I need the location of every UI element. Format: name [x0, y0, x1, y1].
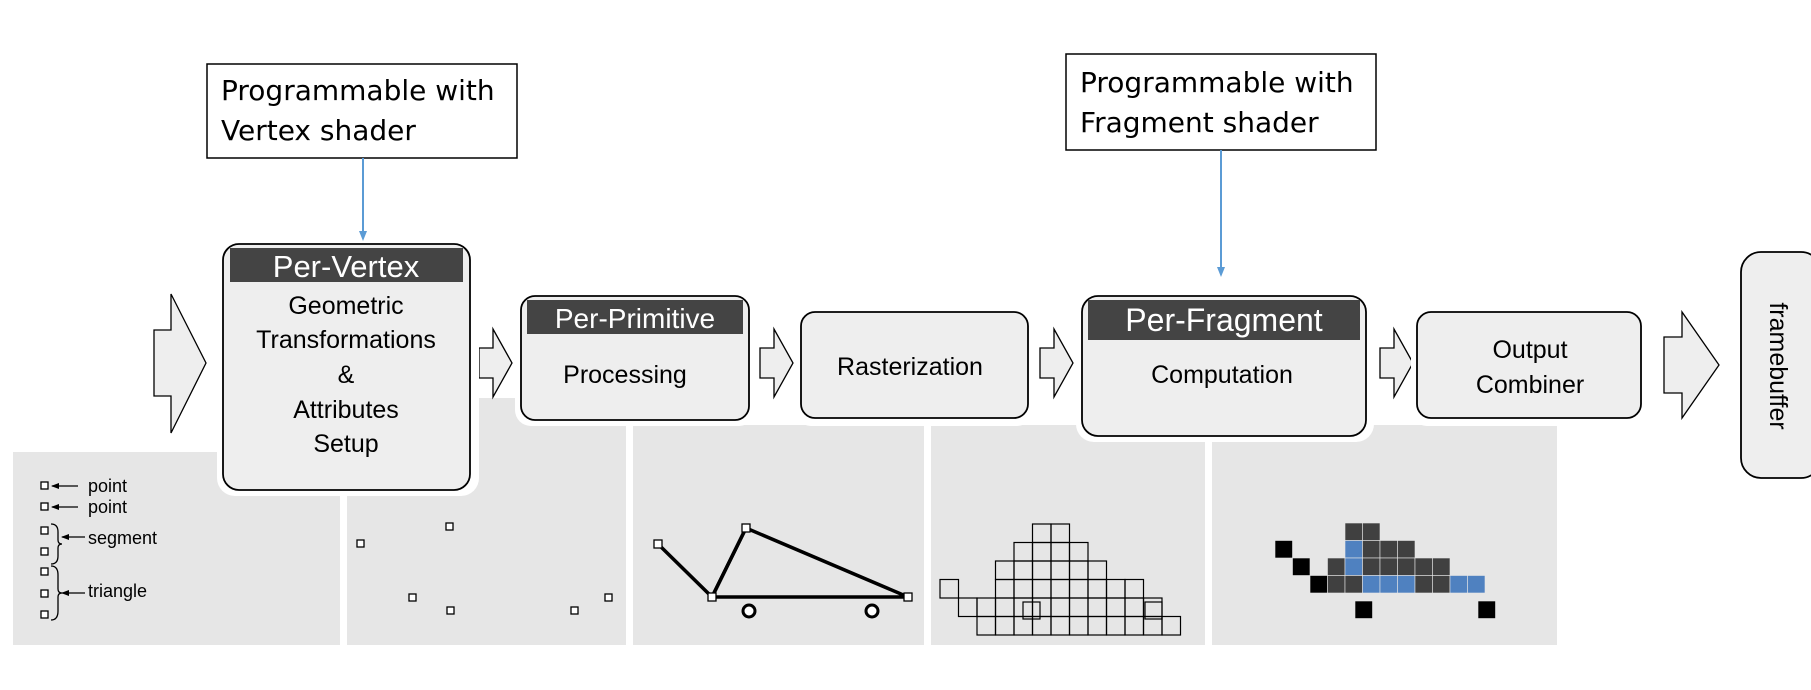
fragment-cell: [1354, 600, 1373, 619]
vertex-callout-line-2: Vertex shader: [221, 114, 416, 147]
stage-per-fragment: Per-Fragment Computation: [1076, 292, 1374, 442]
flow-arrow-1: [478, 326, 513, 400]
primitives-legend: [40, 481, 85, 621]
stage-per-vertex: Per-Vertex Geometric Transformations & A…: [217, 241, 479, 496]
per-vertex-line-4: Attributes: [293, 396, 399, 424]
fragment-cell: [1327, 557, 1346, 576]
per-vertex-line-3: &: [338, 361, 355, 389]
output-combiner-line-2: Combiner: [1476, 371, 1584, 399]
panel-rasterized: [931, 425, 1205, 645]
fragment-cell: [1344, 557, 1363, 576]
fragment-cell: [1344, 575, 1363, 594]
fragment-cell: [1379, 540, 1398, 559]
per-vertex-line-1: Geometric: [288, 292, 403, 320]
fragment-cell: [1432, 557, 1451, 576]
per-vertex-line-2: Transformations: [256, 326, 436, 354]
fragment-cell: [1309, 575, 1328, 594]
rasterization-label: Rasterization: [837, 353, 983, 381]
per-vertex-line-5: Setup: [313, 430, 378, 458]
raster-cell: [1022, 601, 1041, 620]
fragment-cell: [1379, 557, 1398, 576]
fragment-cell: [1432, 575, 1451, 594]
fragment-shader-callout: Programmable with Fragment shader: [1065, 53, 1377, 151]
per-primitive-body: Processing: [563, 361, 687, 389]
fragment-cell: [1397, 557, 1416, 576]
vertex-callout-line-1: Programmable with: [221, 74, 495, 107]
fragment-cell: [1362, 540, 1381, 559]
input-arrow: [153, 293, 207, 434]
stage-output-combiner: Output Combiner: [1411, 306, 1647, 426]
fragment-cell: [1467, 575, 1486, 594]
fragment-cell: [1292, 557, 1311, 576]
per-fragment-title: Per-Fragment: [1125, 302, 1323, 338]
fragment-cell: [1397, 540, 1416, 559]
fragment-cell: [1379, 575, 1398, 594]
assembled-primitives: [653, 523, 913, 619]
legend-triangle: triangle: [88, 581, 147, 601]
fragment-cell: [1414, 557, 1433, 576]
fragment-cell: [1397, 575, 1416, 594]
fragment-cell: [1449, 575, 1468, 594]
fragment-cell: [1362, 575, 1381, 594]
raster-cell: [1144, 601, 1163, 620]
fragment-cell: [1344, 522, 1363, 541]
flow-arrow-3: [1039, 326, 1074, 400]
fragment-cell: [1344, 540, 1363, 559]
fragment-cell: [1414, 575, 1433, 594]
framebuffer-box: framebuffer: [1740, 251, 1811, 479]
legend-point-2: point: [88, 497, 127, 517]
fragment-cell: [1362, 522, 1381, 541]
rasterized-cells: [939, 523, 1182, 636]
stage-per-primitive: Per-Primitive Processing: [515, 292, 755, 426]
legend-point-1: point: [88, 476, 127, 496]
per-fragment-body: Computation: [1151, 361, 1293, 389]
vertex-shader-callout: Programmable with Vertex shader: [206, 63, 518, 159]
panel-primitives: [633, 425, 924, 645]
fragment-cell: [1274, 540, 1293, 559]
shaded-fragments: [1274, 522, 1496, 619]
per-primitive-title: Per-Primitive: [555, 303, 715, 334]
output-arrow: [1663, 309, 1720, 421]
legend-segment: segment: [88, 528, 157, 548]
flow-arrow-2: [759, 326, 794, 400]
stage-rasterization: Rasterization: [795, 308, 1033, 426]
fragment-cell: [1327, 575, 1346, 594]
fragment-cell: [1362, 557, 1381, 576]
panel-fragments: [1212, 425, 1557, 645]
fragment-callout-line-1: Programmable with: [1080, 66, 1354, 99]
raster-cell: [1161, 615, 1182, 636]
framebuffer-label: framebuffer: [1764, 302, 1792, 429]
output-combiner-line-1: Output: [1492, 336, 1567, 364]
fragment-callout-line-2: Fragment shader: [1080, 106, 1319, 139]
fragment-cell: [1477, 600, 1496, 619]
flow-arrow-4: [1379, 326, 1414, 400]
raster-cell: [939, 578, 960, 599]
vertex-points: [356, 522, 613, 615]
per-vertex-title: Per-Vertex: [273, 249, 420, 284]
